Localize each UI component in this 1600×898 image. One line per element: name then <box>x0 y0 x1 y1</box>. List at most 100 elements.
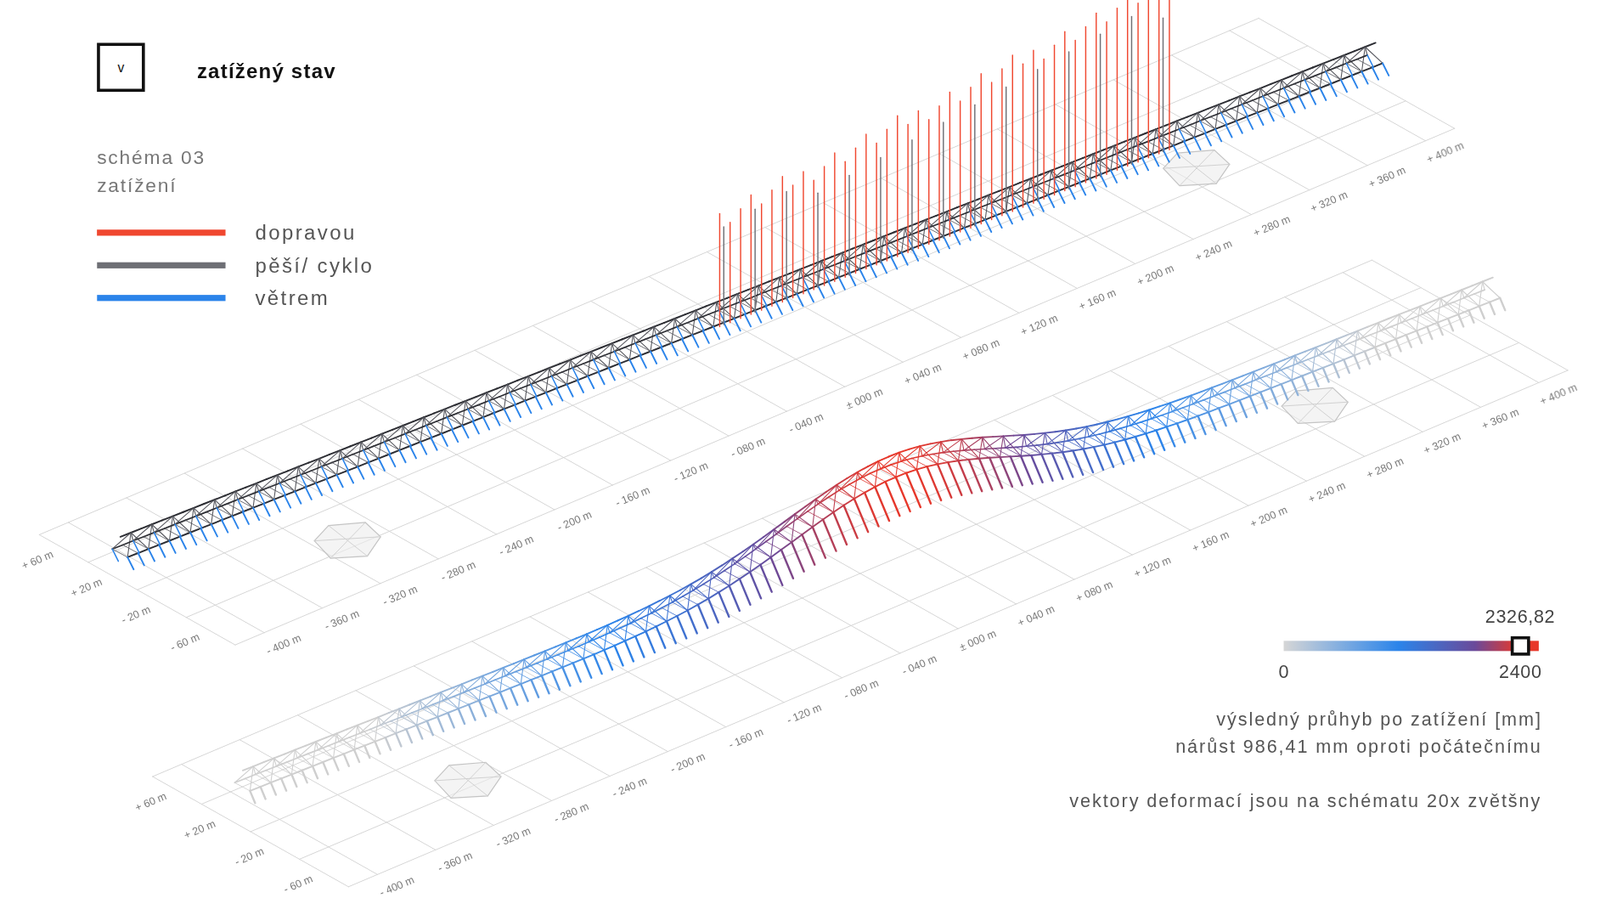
truss-chord <box>468 699 479 705</box>
truss-chord <box>566 380 577 385</box>
truss-chord <box>565 637 576 643</box>
truss-web <box>401 700 421 717</box>
truss-chord <box>998 186 1009 192</box>
truss-web <box>671 318 676 344</box>
truss-web <box>526 650 546 667</box>
truss-chord <box>1359 334 1370 339</box>
truss-web <box>653 326 657 336</box>
wind-load-vector <box>943 236 950 248</box>
truss-web <box>546 367 550 393</box>
truss-chord <box>1380 326 1392 332</box>
truss-web <box>899 452 902 462</box>
truss-cross <box>307 753 323 762</box>
truss-chord <box>935 211 947 216</box>
truss-chord <box>333 753 344 758</box>
truss-web <box>419 700 423 709</box>
truss-chord <box>482 671 493 677</box>
wind-load-vector <box>378 458 385 471</box>
deformation-vector <box>1250 395 1257 412</box>
axis-label: + 400 m <box>1425 138 1466 165</box>
truss-chord <box>394 433 406 439</box>
truss-chord <box>1155 426 1167 430</box>
truss-chord <box>687 318 699 323</box>
truss-web <box>484 667 504 684</box>
truss-chord <box>670 589 681 595</box>
truss-chord <box>641 613 652 619</box>
truss-web <box>922 219 926 245</box>
pier-edge <box>314 536 381 541</box>
truss-chord <box>1385 338 1396 344</box>
truss-web <box>753 544 772 558</box>
truss-web <box>1005 434 1025 448</box>
truss-chord <box>817 281 829 286</box>
deformation-vector <box>957 460 972 493</box>
deformation-vector <box>510 687 518 705</box>
axis-label: + 400 m <box>1538 380 1579 407</box>
truss-chord <box>401 712 412 717</box>
axis-label: + 040 m <box>1015 601 1057 628</box>
deformation-vector <box>333 757 339 770</box>
truss-web <box>530 367 550 384</box>
traffic-load-vector <box>1012 55 1014 212</box>
truss-chord <box>1354 351 1365 356</box>
traffic-load-vector <box>719 213 721 327</box>
truss-web <box>423 416 427 426</box>
truss-chord <box>576 633 587 638</box>
deformation-vector <box>676 615 687 638</box>
truss-chord <box>1286 363 1297 368</box>
axis-label: ± 000 m <box>844 384 885 412</box>
truss-chord <box>528 371 539 377</box>
truss-web <box>961 439 964 451</box>
truss-chord <box>821 256 832 261</box>
truss-web <box>1380 314 1400 331</box>
wind-load-vector <box>357 466 364 479</box>
truss-web <box>1297 347 1317 364</box>
truss-chord <box>339 445 350 451</box>
truss-cross <box>619 627 636 637</box>
truss-cross <box>839 490 855 499</box>
wind-load-vector <box>859 269 866 282</box>
truss-web <box>253 483 257 508</box>
truss-cross <box>1120 428 1136 437</box>
traffic-load-vector <box>1105 22 1107 175</box>
truss-chord <box>988 191 999 196</box>
wind-load-vector <box>1330 84 1337 96</box>
truss-chord <box>1281 379 1292 384</box>
truss-chord <box>545 646 556 651</box>
truss-chord <box>383 437 395 442</box>
truss-chord <box>1015 445 1026 447</box>
truss-chord <box>399 445 410 451</box>
truss-web <box>1357 331 1360 340</box>
traffic-load-vector <box>1085 26 1087 182</box>
truss-web <box>1401 306 1420 323</box>
truss-chord <box>632 331 643 336</box>
truss-web <box>690 584 709 599</box>
traffic-load-vector <box>1022 63 1024 208</box>
truss-chord <box>760 557 771 565</box>
truss-chord <box>937 461 948 464</box>
truss-web <box>675 318 678 327</box>
truss-chord <box>1213 392 1224 397</box>
axis-label: - 120 m <box>670 458 710 485</box>
truss-chord <box>375 737 386 742</box>
truss-chord <box>1416 326 1427 332</box>
traffic-load-vector <box>1042 58 1044 199</box>
truss-chord <box>443 696 454 701</box>
truss-cross <box>859 478 875 487</box>
truss-cross <box>1130 425 1146 434</box>
deformation-vector <box>1208 411 1217 430</box>
truss-web <box>714 557 733 577</box>
truss-web <box>1291 354 1296 380</box>
truss-chord <box>586 629 598 634</box>
wind-load-vector <box>698 318 705 331</box>
truss-web <box>1026 178 1031 203</box>
axis-label: + 200 m <box>1247 503 1289 530</box>
truss-cross <box>1098 433 1115 443</box>
truss-chord <box>794 506 806 514</box>
truss-chord <box>1085 162 1096 167</box>
truss-web <box>1260 88 1263 96</box>
truss-web <box>342 441 361 458</box>
truss-chord <box>1197 108 1208 113</box>
truss-chord <box>162 516 173 521</box>
truss-chord <box>478 696 490 701</box>
